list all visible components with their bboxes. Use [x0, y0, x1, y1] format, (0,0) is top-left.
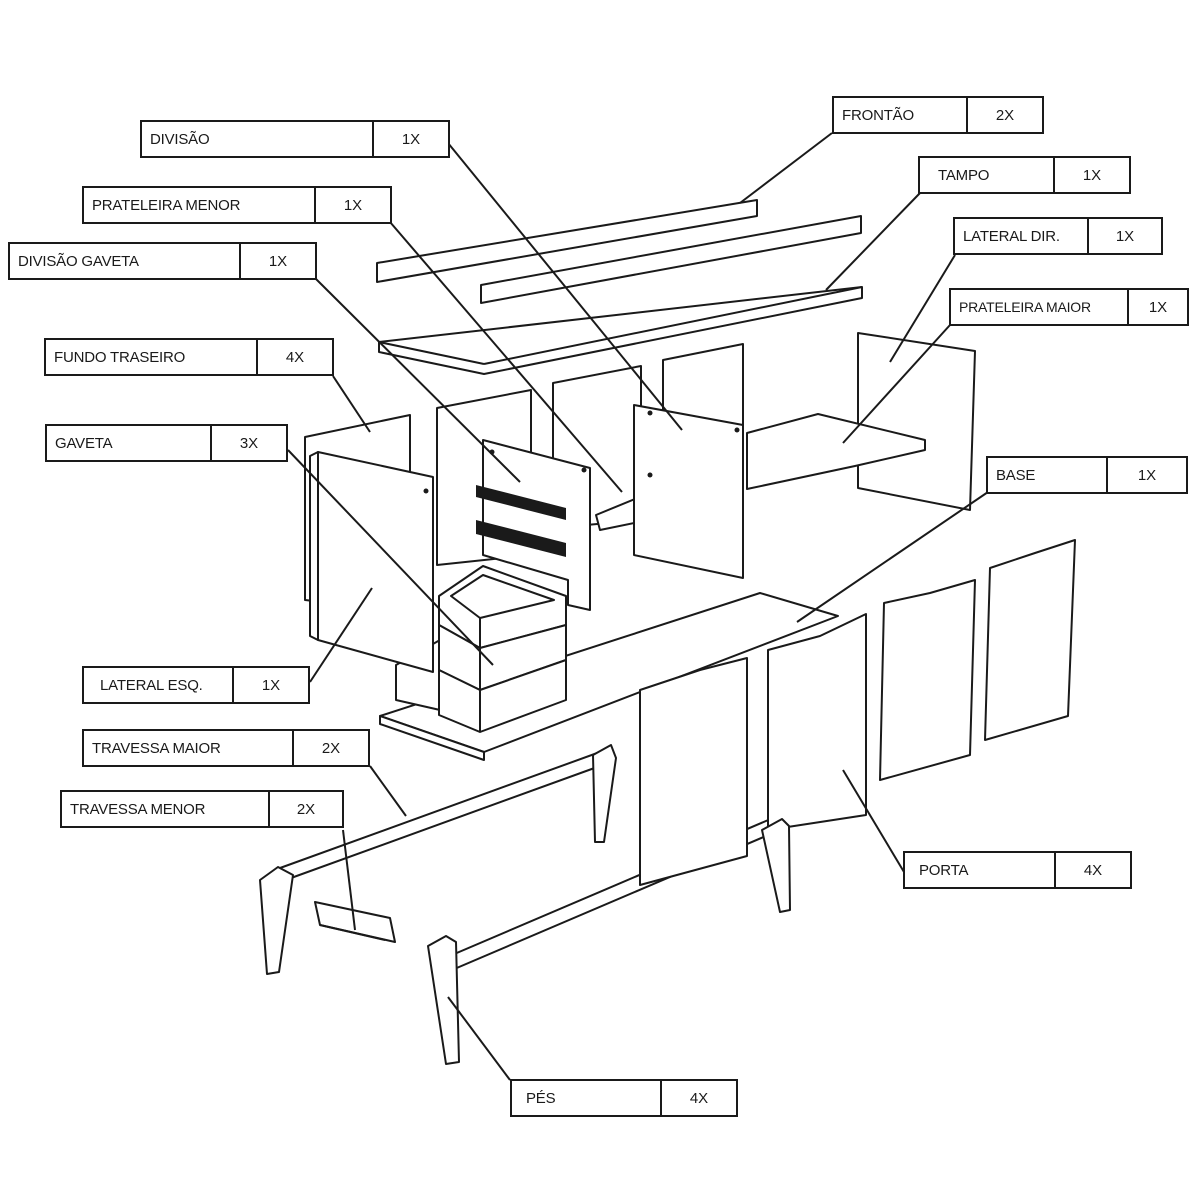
- pe-front-right: [761, 818, 791, 913]
- label-porta: PORTA 4X: [903, 851, 1132, 889]
- leader-lines: [287, 132, 989, 1081]
- pe-back-left: [259, 866, 294, 975]
- label-prateleira-maior-name: PRATELEIRA MAIOR: [959, 299, 1091, 315]
- label-lateral-dir-name: LATERAL DIR.: [963, 227, 1060, 245]
- label-tampo: TAMPO 1X: [918, 156, 1131, 194]
- label-lateral-dir-qty: 1X: [1087, 219, 1161, 253]
- label-divisao-name: DIVISÃO: [150, 130, 210, 148]
- label-pes: PÉS 4X: [510, 1079, 738, 1117]
- label-prateleira-menor-qty: 1X: [314, 188, 390, 222]
- label-divisao-gaveta-name: DIVISÃO GAVETA: [18, 252, 139, 270]
- label-travessa-maior: TRAVESSA MAIOR 2X: [82, 729, 370, 767]
- label-pes-name: PÉS: [526, 1089, 556, 1107]
- label-frontao: FRONTÃO 2X: [832, 96, 1044, 134]
- label-divisao-gaveta: DIVISÃO GAVETA 1X: [8, 242, 317, 280]
- pe-front-left: [427, 935, 460, 1065]
- label-prateleira-maior-qty: 1X: [1127, 290, 1187, 324]
- label-pes-qty: 4X: [660, 1081, 736, 1115]
- label-lateral-esq-name: LATERAL ESQ.: [100, 676, 203, 694]
- label-gaveta-name: GAVETA: [55, 434, 113, 452]
- label-travessa-maior-name: TRAVESSA MAIOR: [92, 739, 221, 757]
- label-divisao: DIVISÃO 1X: [140, 120, 450, 158]
- frontao-back: [376, 199, 758, 283]
- label-porta-qty: 4X: [1054, 853, 1130, 887]
- label-tampo-qty: 1X: [1053, 158, 1129, 192]
- frontao-front: [480, 215, 862, 304]
- label-prateleira-menor-name: PRATELEIRA MENOR: [92, 196, 241, 214]
- divisao-gaveta: [482, 439, 591, 611]
- label-lateral-dir: LATERAL DIR. 1X: [953, 217, 1163, 255]
- porta-2: [767, 613, 867, 831]
- label-prateleira-maior: PRATELEIRA MAIOR 1X: [949, 288, 1189, 326]
- label-frontao-qty: 2X: [966, 98, 1042, 132]
- label-divisao-gaveta-qty: 1X: [239, 244, 315, 278]
- label-gaveta-qty: 3X: [210, 426, 286, 460]
- lateral-dir: [857, 332, 976, 511]
- label-prateleira-menor: PRATELEIRA MENOR 1X: [82, 186, 392, 224]
- label-divisao-qty: 1X: [372, 122, 448, 156]
- label-fundo-traseiro-name: FUNDO TRASEIRO: [54, 348, 186, 366]
- label-base: BASE 1X: [986, 456, 1188, 494]
- label-travessa-menor: TRAVESSA MENOR 2X: [60, 790, 344, 828]
- label-lateral-esq-qty: 1X: [232, 668, 308, 702]
- label-porta-name: PORTA: [919, 861, 969, 879]
- label-travessa-menor-name: TRAVESSA MENOR: [70, 800, 206, 818]
- label-fundo-traseiro-qty: 4X: [256, 340, 332, 374]
- label-travessa-maior-qty: 2X: [292, 731, 368, 765]
- tampo: [378, 286, 863, 375]
- prateleira-maior: [746, 413, 926, 490]
- label-lateral-esq: LATERAL ESQ. 1X: [82, 666, 310, 704]
- porta-3: [879, 579, 976, 781]
- porta-4: [984, 539, 1076, 741]
- label-gaveta: GAVETA 3X: [45, 424, 288, 462]
- label-base-qty: 1X: [1106, 458, 1186, 492]
- label-travessa-menor-qty: 2X: [268, 792, 342, 826]
- lateral-esq: [317, 451, 434, 673]
- label-fundo-traseiro: FUNDO TRASEIRO 4X: [44, 338, 334, 376]
- label-frontao-name: FRONTÃO: [842, 106, 914, 124]
- label-base-name: BASE: [996, 466, 1036, 484]
- porta-1: [639, 657, 748, 886]
- label-tampo-name: TAMPO: [938, 166, 990, 184]
- pe-back-right: [592, 744, 617, 843]
- divisao: [633, 404, 744, 579]
